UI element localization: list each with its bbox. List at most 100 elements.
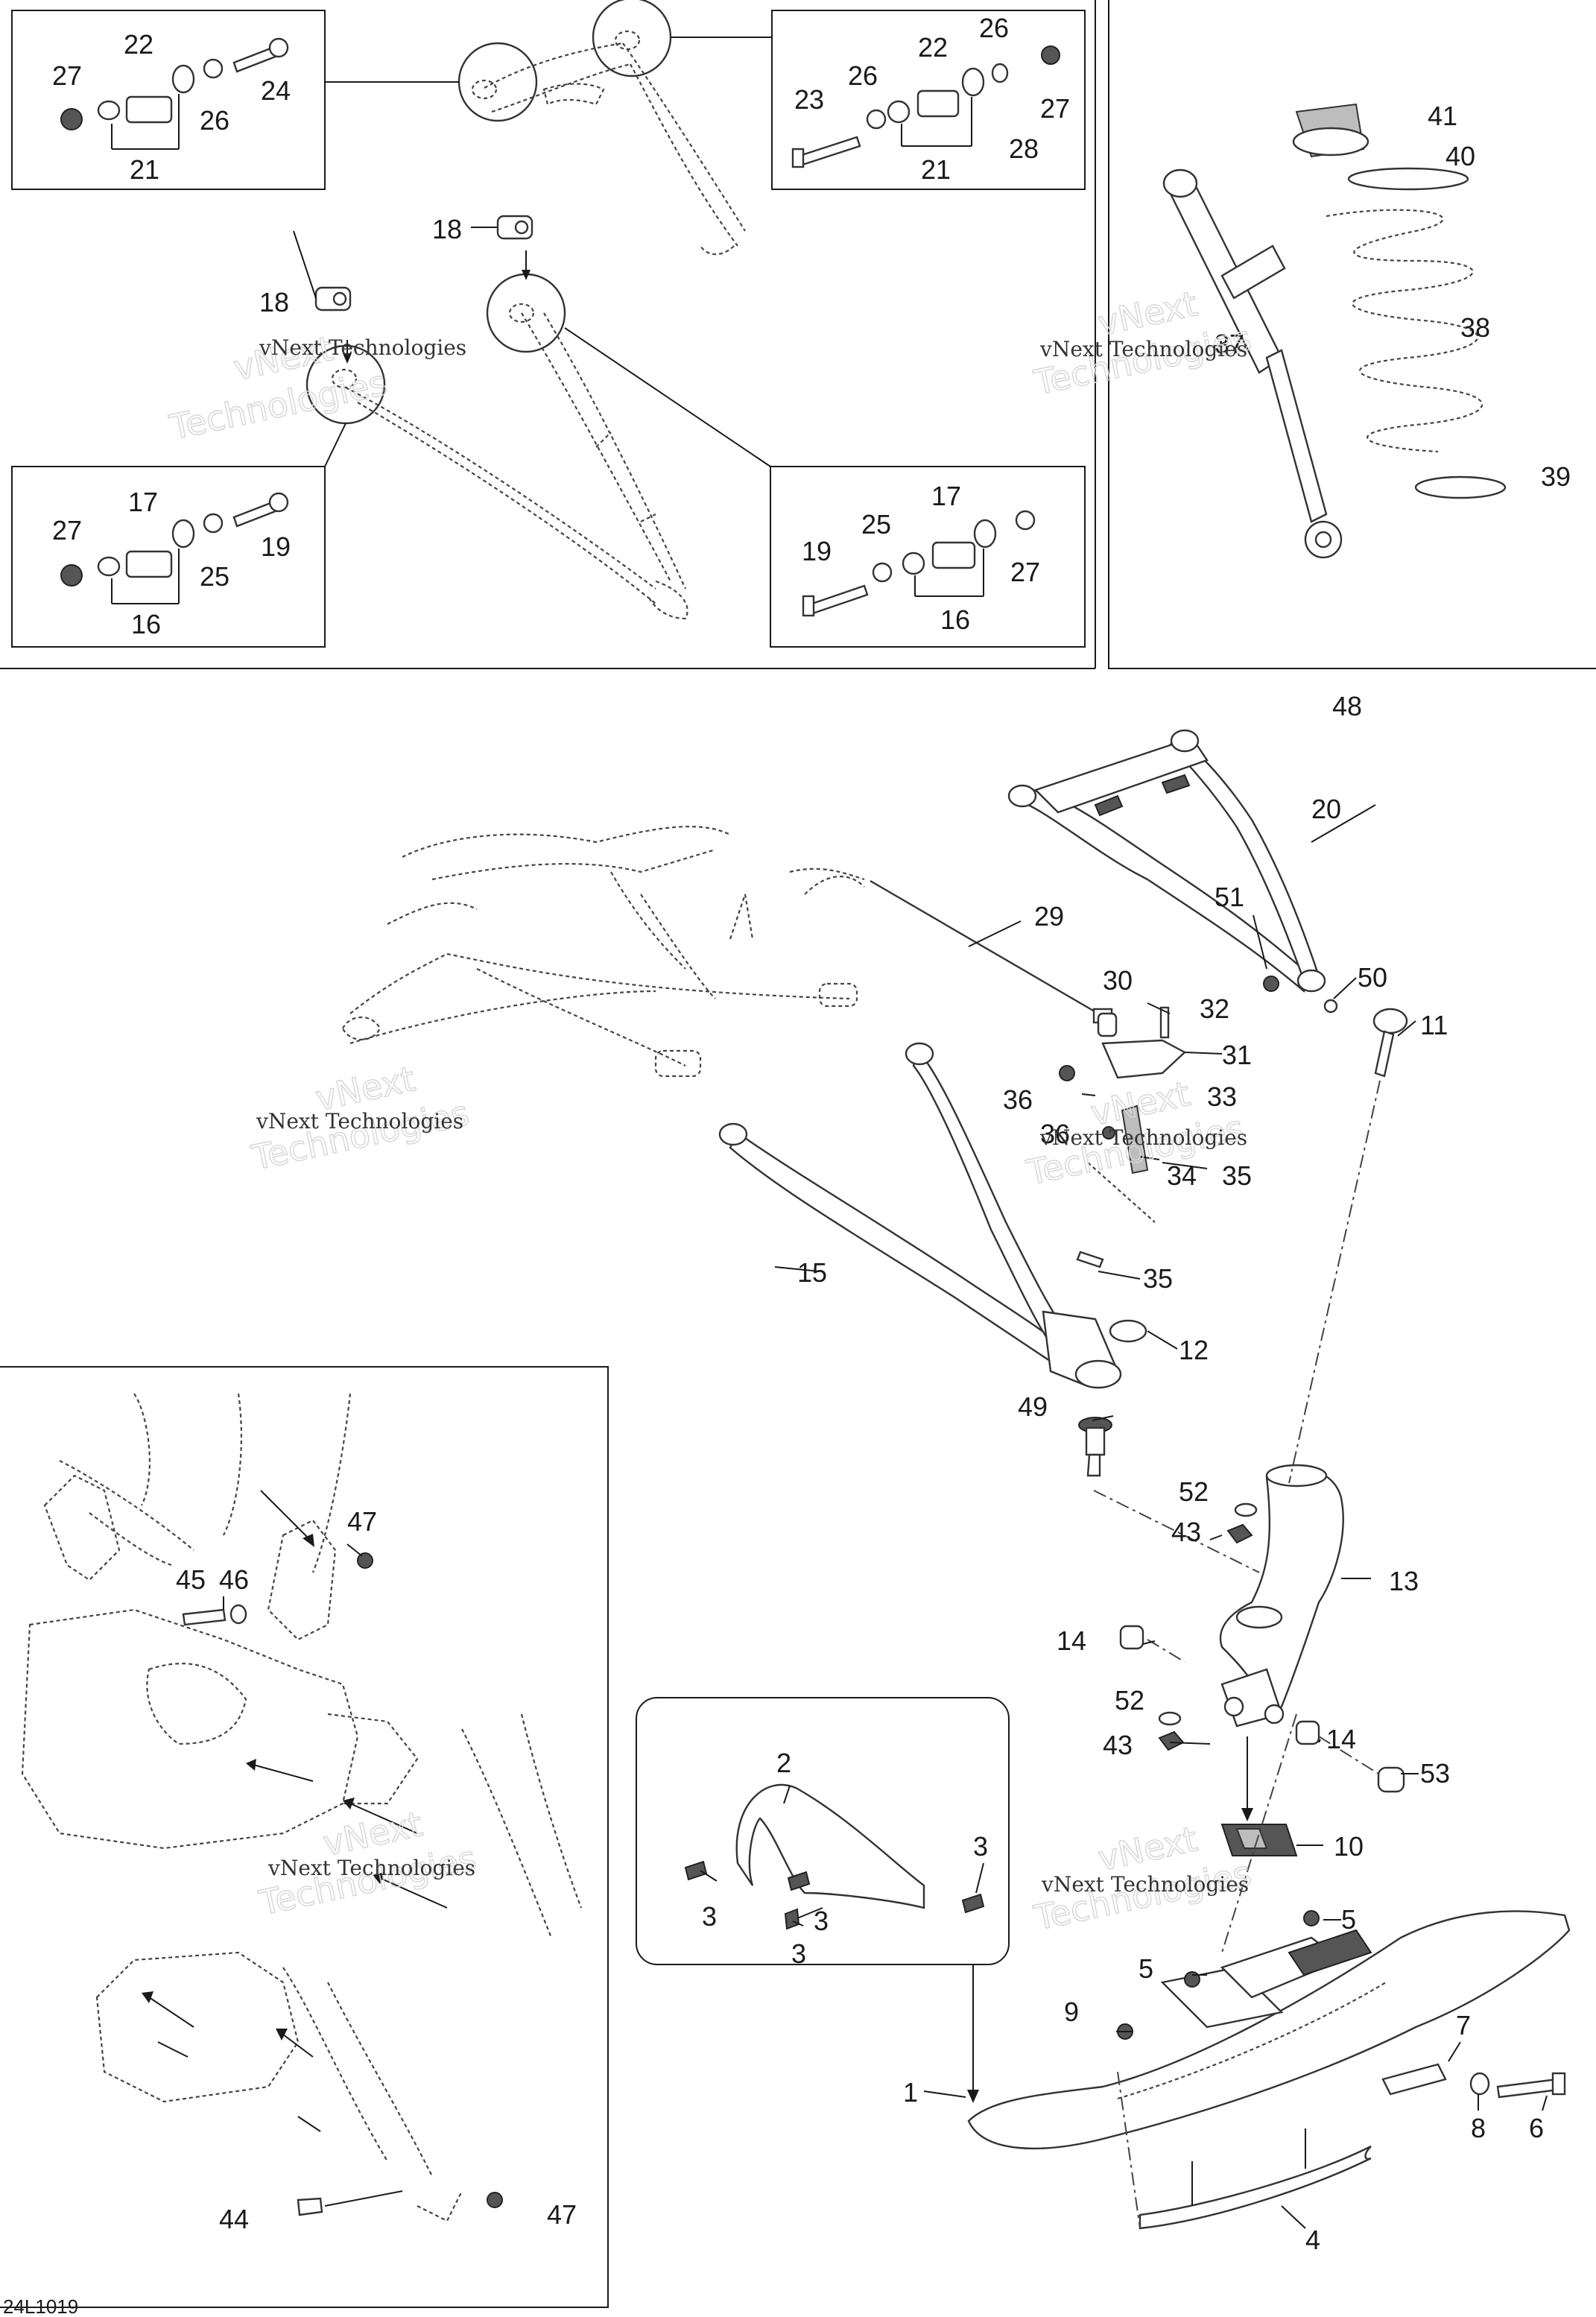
ball-joint-11	[1263, 976, 1408, 1078]
callout-5: 5	[1341, 1904, 1356, 1935]
watermark-text: vNext Technologies	[1041, 1872, 1249, 1897]
watermark-text: vNext Technologies	[259, 335, 466, 360]
upper-a-arm-20	[1007, 729, 1326, 993]
callout-27: 27	[52, 60, 82, 91]
callout-18: 18	[432, 214, 462, 244]
center-line-ball-joint-upper	[1288, 1080, 1381, 1484]
nuts-and-washers-13	[1119, 1502, 1405, 1793]
callout-13: 13	[1389, 1566, 1419, 1596]
center-line-bushing-lower	[1318, 1736, 1379, 1774]
callout-5: 5	[1139, 1953, 1153, 1984]
callout-23: 23	[794, 84, 824, 115]
detail-lower-right-parts	[802, 510, 1036, 617]
detail-box-upper-left	[11, 10, 326, 190]
callout-26: 26	[200, 105, 229, 136]
watermark-text: vNext Technologies	[256, 1109, 463, 1134]
callout-17: 17	[931, 481, 961, 511]
detail-box-lower-right	[770, 466, 1086, 648]
callout-14: 14	[1057, 1625, 1086, 1656]
shock-panel-frame	[1108, 0, 1596, 669]
callout-46: 46	[219, 1564, 249, 1595]
callout-36: 36	[1003, 1084, 1033, 1115]
callout-50: 50	[1358, 962, 1387, 993]
callout-18: 18	[259, 287, 289, 317]
callout-30: 30	[1103, 965, 1133, 996]
steering-arm-31	[1059, 1006, 1187, 1268]
callout-16: 16	[131, 609, 161, 639]
detail-box-upper-right	[771, 10, 1086, 190]
callout-29: 29	[1034, 901, 1064, 932]
lower-a-arm-15	[718, 1042, 1147, 1389]
detail-upper-right-parts	[791, 45, 1060, 168]
lower-a-arm-detail	[305, 250, 771, 620]
callout-20: 20	[1311, 794, 1341, 824]
callout-leaders	[223, 227, 1548, 2229]
drawing-code: 24L1019	[3, 2295, 78, 2317]
assembly-arrows	[142, 1490, 1253, 2132]
callout-16: 16	[940, 604, 970, 635]
frame-assembly-panel	[0, 1366, 609, 2308]
callout-27: 27	[52, 515, 82, 546]
detail-box-lower-left	[11, 466, 326, 648]
callout-27: 27	[1040, 93, 1070, 124]
front-suspension-frame	[341, 826, 865, 1078]
ski-1	[967, 1910, 1571, 2150]
bushing-part-18-left	[314, 286, 352, 312]
center-line-bushing-upper	[1147, 1639, 1185, 1663]
ski-wear-pad-10	[1220, 1824, 1298, 1856]
ski-loop-handle-2	[684, 1783, 985, 1930]
callout-31: 31	[1222, 1040, 1252, 1070]
callout-51: 51	[1215, 882, 1244, 912]
callout-35: 35	[1143, 1263, 1173, 1294]
callout-10: 10	[1334, 1831, 1364, 1862]
callout-43: 43	[1171, 1517, 1201, 1547]
callout-25: 25	[200, 561, 229, 592]
callout-39: 39	[1541, 461, 1571, 492]
callout-34: 34	[1167, 1160, 1197, 1191]
callout-26: 26	[979, 13, 1009, 43]
callout-32: 32	[1200, 993, 1229, 1024]
watermark-text: vNext Technologies	[1039, 1125, 1247, 1150]
callout-6: 6	[1529, 2113, 1544, 2143]
callout-47: 47	[347, 1506, 377, 1537]
center-line-ski-runner	[1117, 2071, 1141, 2229]
callout-11: 11	[1420, 1010, 1448, 1040]
callout-49: 49	[1018, 1391, 1048, 1422]
callout-8: 8	[1471, 2113, 1486, 2143]
callout-52: 52	[1115, 1685, 1144, 1716]
bushing-part-18-top	[496, 215, 533, 240]
detail-lower-left-parts	[60, 492, 289, 604]
center-line-ball-joint-lower	[1093, 1490, 1260, 1573]
callout-37: 37	[1215, 329, 1244, 359]
spindle-13	[1219, 1464, 1344, 1728]
shock-spring	[1292, 103, 1507, 499]
callout-40: 40	[1445, 141, 1475, 171]
loop-detail-box	[636, 1697, 1010, 1965]
ski-bolt-and-spacer	[1381, 2063, 1566, 2099]
callout-labels: 27 22 24 26 21 26 26 22 23 27 28 21 18 1…	[52, 13, 1571, 2255]
callout-26: 26	[848, 60, 878, 91]
callout-19: 19	[802, 536, 832, 566]
callout-24: 24	[261, 75, 291, 106]
callout-3: 3	[702, 1901, 717, 1932]
shock-absorber	[1162, 168, 1343, 559]
watermark-group: vNext Technologies vNext Technologies vN…	[165, 282, 1255, 1938]
callout-21: 21	[921, 154, 951, 185]
callout-44: 44	[219, 2204, 249, 2234]
callout-35: 35	[1222, 1160, 1252, 1191]
steering-tie-rod	[789, 867, 1113, 1024]
callout-45: 45	[176, 1564, 206, 1595]
callout-25: 25	[861, 509, 891, 540]
callout-3: 3	[973, 1831, 988, 1862]
callout-53: 53	[1420, 1758, 1450, 1789]
callout-12: 12	[1179, 1335, 1209, 1365]
callout-3: 3	[814, 1906, 829, 1936]
callout-2: 2	[776, 1748, 791, 1778]
upper-a-arm-detail	[325, 0, 772, 256]
ski-runner-4	[1139, 2128, 1372, 2230]
callout-27: 27	[1010, 557, 1040, 587]
callout-36: 36	[1040, 1119, 1070, 1149]
callout-52: 52	[1179, 1476, 1209, 1507]
callout-14: 14	[1326, 1724, 1356, 1754]
